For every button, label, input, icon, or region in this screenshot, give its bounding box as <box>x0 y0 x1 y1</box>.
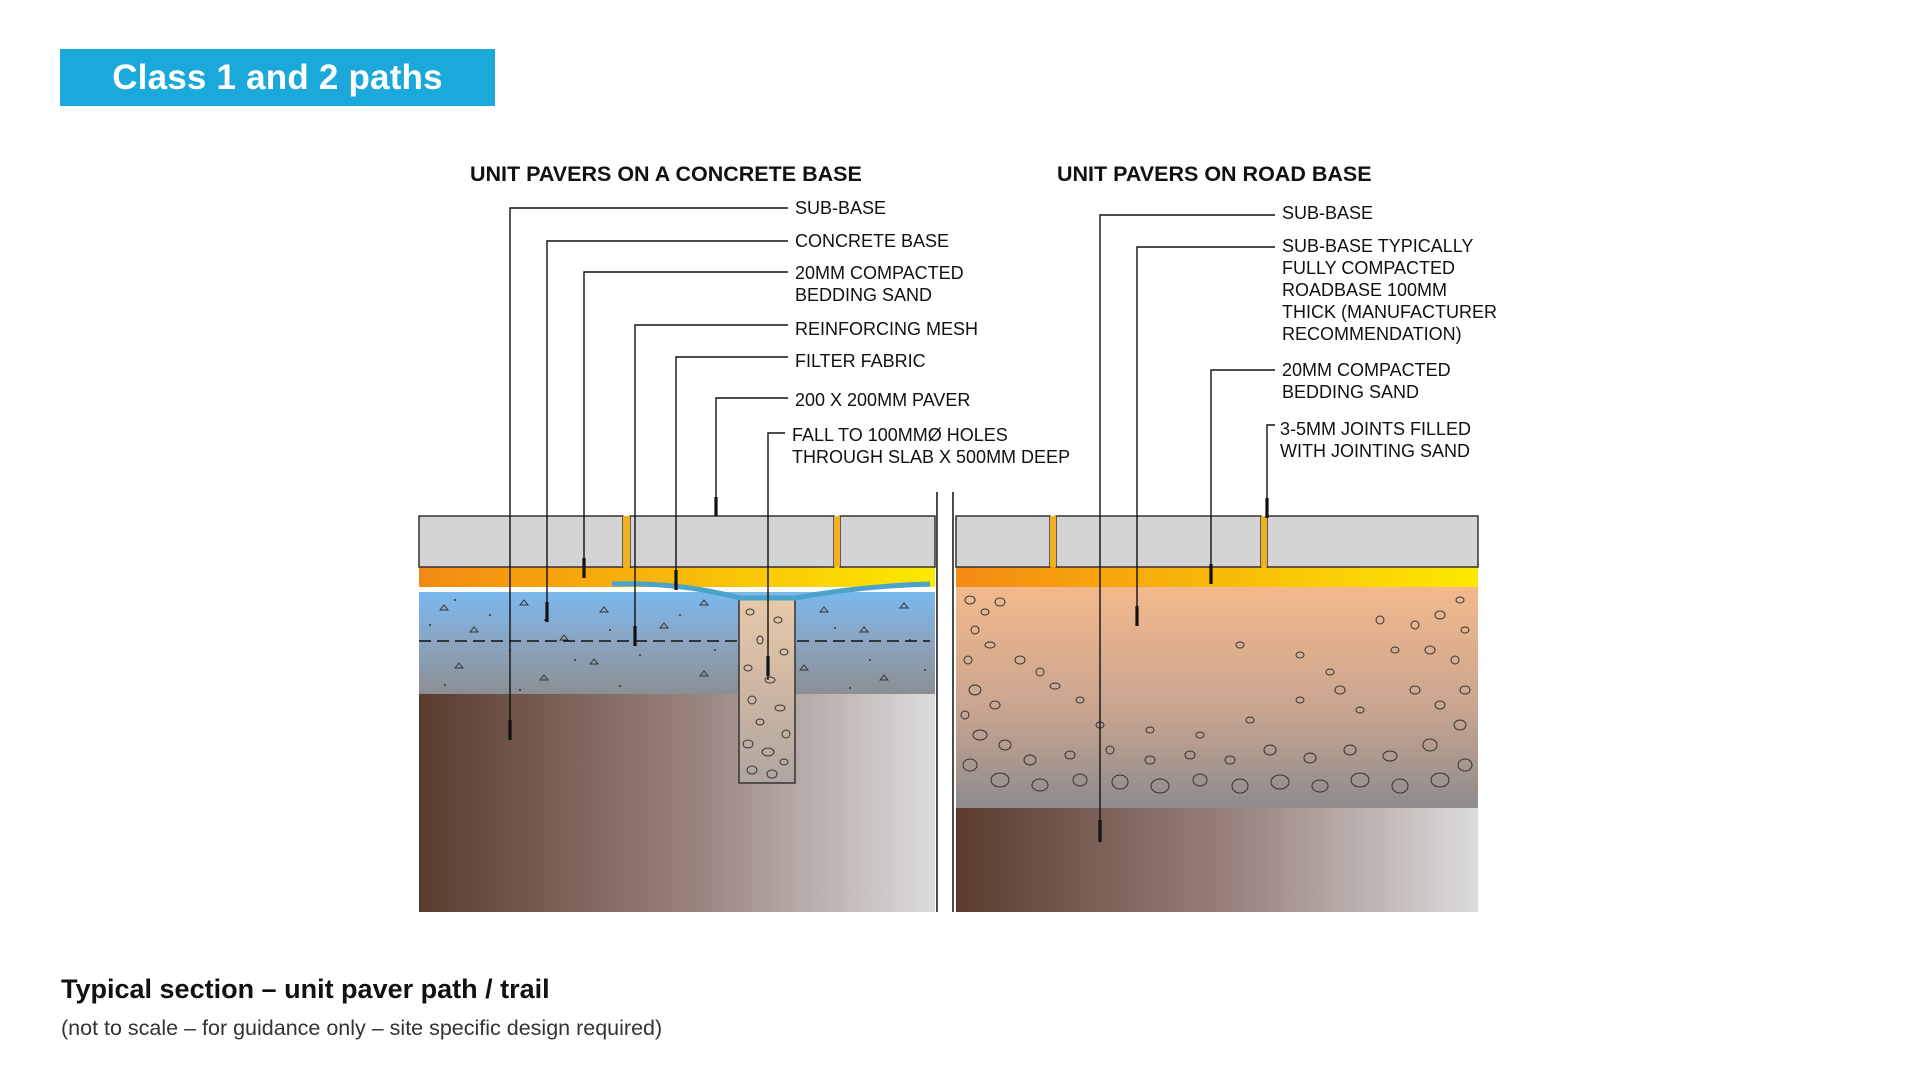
label-bedding-sand-left-1: 20MM COMPACTED <box>795 263 964 283</box>
right-section: UNIT PAVERS ON ROAD BASE <box>955 162 1497 912</box>
label-filter-fabric: FILTER FABRIC <box>795 351 926 371</box>
right-paver-2 <box>1055 515 1262 568</box>
right-leader-lines <box>1098 214 1275 842</box>
page-title: Class 1 and 2 paths <box>112 57 443 97</box>
left-concrete-slab <box>419 592 935 694</box>
left-drain-hole-gravel <box>742 608 791 779</box>
page-title-banner: Class 1 and 2 paths <box>60 49 495 106</box>
label-joints-1: 3-5MM JOINTS FILLED <box>1280 419 1471 439</box>
right-paver-1 <box>955 515 1051 568</box>
label-joints-2: WITH JOINTING SAND <box>1280 441 1470 461</box>
label-reinforcing-mesh: REINFORCING MESH <box>795 319 978 339</box>
left-paver-2 <box>629 515 835 568</box>
right-roadbase-gravel <box>960 595 1473 794</box>
left-drain-hole <box>738 598 796 784</box>
right-roadbase-layer <box>956 587 1478 808</box>
label-bedding-sand-right-2: BEDDING SAND <box>1282 382 1419 402</box>
left-joint-2 <box>834 516 840 567</box>
diagram-caption: Typical section – unit paver path / trai… <box>61 974 550 1004</box>
label-fall-to-holes-2: THROUGH SLAB X 500MM DEEP <box>792 447 1070 467</box>
label-roadbase-4: THICK (MANUFACTURER <box>1282 302 1497 322</box>
label-bedding-sand-right-1: 20MM COMPACTED <box>1282 360 1451 380</box>
label-roadbase-5: RECOMMENDATION) <box>1282 324 1462 344</box>
label-concrete-base: CONCRETE BASE <box>795 231 949 251</box>
label-bedding-sand-left-2: BEDDING SAND <box>795 285 932 305</box>
left-soil-layer <box>419 693 935 912</box>
right-soil-layer <box>956 808 1478 912</box>
label-sub-base-right: SUB-BASE <box>1282 203 1373 223</box>
left-paver-3 <box>839 515 936 568</box>
label-roadbase-3: ROADBASE 100MM <box>1282 280 1447 300</box>
label-fall-to-holes-1: FALL TO 100MMØ HOLES <box>792 425 1008 445</box>
left-leader-lines <box>508 207 788 740</box>
left-section-heading: UNIT PAVERS ON A CONCRETE BASE <box>470 162 862 186</box>
right-joint-1 <box>1050 516 1056 567</box>
right-paver-3 <box>1266 515 1479 568</box>
label-sub-base-left: SUB-BASE <box>795 198 886 218</box>
diagram-subcaption: (not to scale – for guidance only – site… <box>61 1016 663 1040</box>
right-joint-2 <box>1261 516 1267 567</box>
label-roadbase-2: FULLY COMPACTED <box>1282 258 1455 278</box>
label-roadbase-1: SUB-BASE TYPICALLY <box>1282 236 1473 256</box>
right-section-heading: UNIT PAVERS ON ROAD BASE <box>1057 162 1372 186</box>
label-paver: 200 X 200MM PAVER <box>795 390 970 410</box>
left-section: UNIT PAVERS ON A CONCRETE BASE <box>418 162 1070 912</box>
right-bedding-sand <box>956 567 1478 587</box>
left-joint-1 <box>623 516 630 567</box>
left-paver-1 <box>418 515 624 568</box>
